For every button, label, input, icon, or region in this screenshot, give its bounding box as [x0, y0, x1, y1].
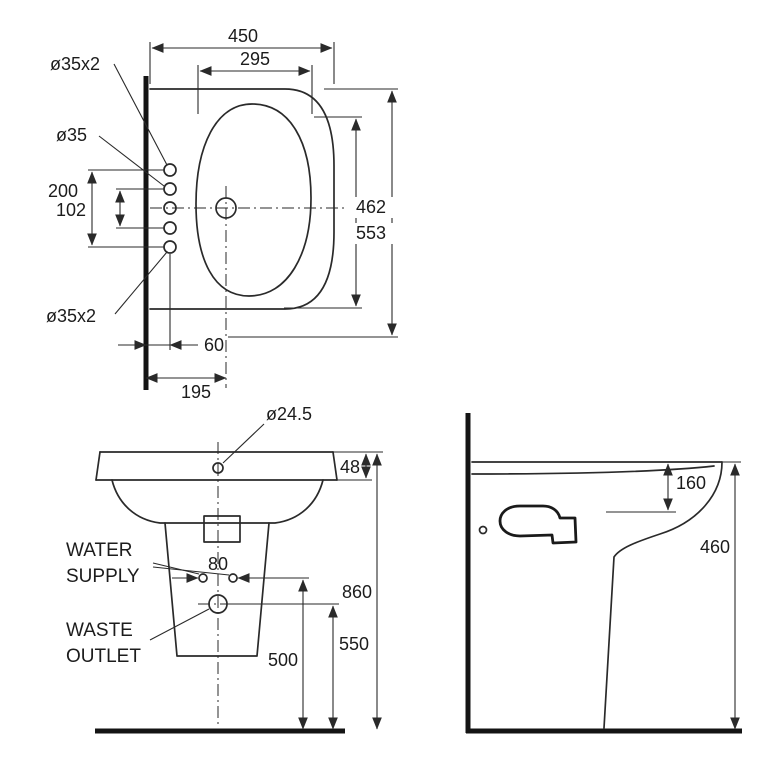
mounting-hole [163, 163, 177, 177]
supply-hole-right [228, 573, 238, 583]
dim-860-label: 860 [342, 582, 372, 602]
dim-102-label: 102 [56, 200, 86, 220]
waste-outlet-label-line1: WASTE [66, 620, 133, 641]
front-dim-48: 48 [333, 451, 383, 481]
front-basin [95, 451, 338, 657]
front-pedestal [164, 522, 270, 657]
water-supply-label-line2: SUPPLY [66, 566, 140, 587]
dim-160-label: 160 [676, 473, 706, 493]
side-fixing-hole [478, 525, 488, 535]
holes-top-label: ø35x2 [50, 54, 100, 74]
mounting-hole [163, 182, 177, 196]
plan-callout-hole: ø35 [56, 125, 165, 187]
front-callout-faucet: ø24.5 [222, 404, 312, 464]
plan-callout-holes-bottom: ø35x2 [46, 251, 168, 326]
dim-faucet-label: ø24.5 [266, 404, 312, 424]
dim-553-label: 553 [356, 223, 386, 243]
label-mask [348, 197, 394, 218]
side-basin-profile [471, 461, 723, 729]
water-supply-label-line1: WATER [66, 540, 133, 561]
plan-callout-holes-top: ø35x2 [50, 54, 168, 166]
holes-bottom-label: ø35x2 [46, 306, 96, 326]
plan-faucet-hole [215, 197, 237, 219]
plan-dim-195: 195 [145, 373, 227, 402]
mounting-hole [163, 201, 177, 215]
front-callout-waste-outlet: WASTE OUTLET [66, 608, 210, 667]
dim-60-label: 60 [204, 335, 224, 355]
label-mask [348, 223, 394, 244]
plan-basin-outline [149, 88, 335, 310]
dim-295-label: 295 [240, 49, 270, 69]
dim-200-label: 200 [48, 181, 78, 201]
hole-label: ø35 [56, 125, 87, 145]
plan-view: 450 295 462 553 ø35x2 ø35 [46, 26, 398, 402]
front-dim-860: 860 [342, 453, 382, 730]
mounting-hole [163, 240, 177, 254]
front-dim-500: 500 [237, 577, 309, 730]
front-dim-550: 550 [227, 603, 369, 730]
plan-bowl-inner [195, 103, 312, 297]
dim-500-label: 500 [268, 650, 298, 670]
side-dim-160: 160 [606, 463, 706, 513]
waste-outlet-label-line2: OUTLET [66, 646, 141, 667]
dim-462-label: 462 [356, 197, 386, 217]
plan-dim-450: 450 [149, 26, 335, 84]
front-view: ø24.5 48 80 WATER SUPPLY WASTE [66, 404, 383, 734]
side-view: 160 460 [465, 413, 742, 734]
plan-dim-200: 200 [48, 169, 164, 248]
front-overflow-box [203, 515, 241, 543]
supply-hole-left [198, 573, 208, 583]
side-dim-460: 460 [700, 461, 741, 730]
dim-48-label: 48 [340, 457, 360, 477]
mounting-hole [163, 221, 177, 235]
dim-460-label: 460 [700, 537, 730, 557]
side-wall-bracket [498, 504, 578, 545]
plan-dim-295: 295 [197, 49, 313, 114]
front-callout-water-supply: WATER SUPPLY [66, 540, 230, 587]
plan-dim-60: 60 [118, 254, 224, 355]
dim-80-label: 80 [208, 554, 228, 574]
front-faucet-hole [212, 462, 224, 474]
dim-195-label: 195 [181, 382, 211, 402]
plan-dim-102: 102 [56, 188, 164, 229]
dim-450-label: 450 [228, 26, 258, 46]
dim-550-label: 550 [339, 634, 369, 654]
